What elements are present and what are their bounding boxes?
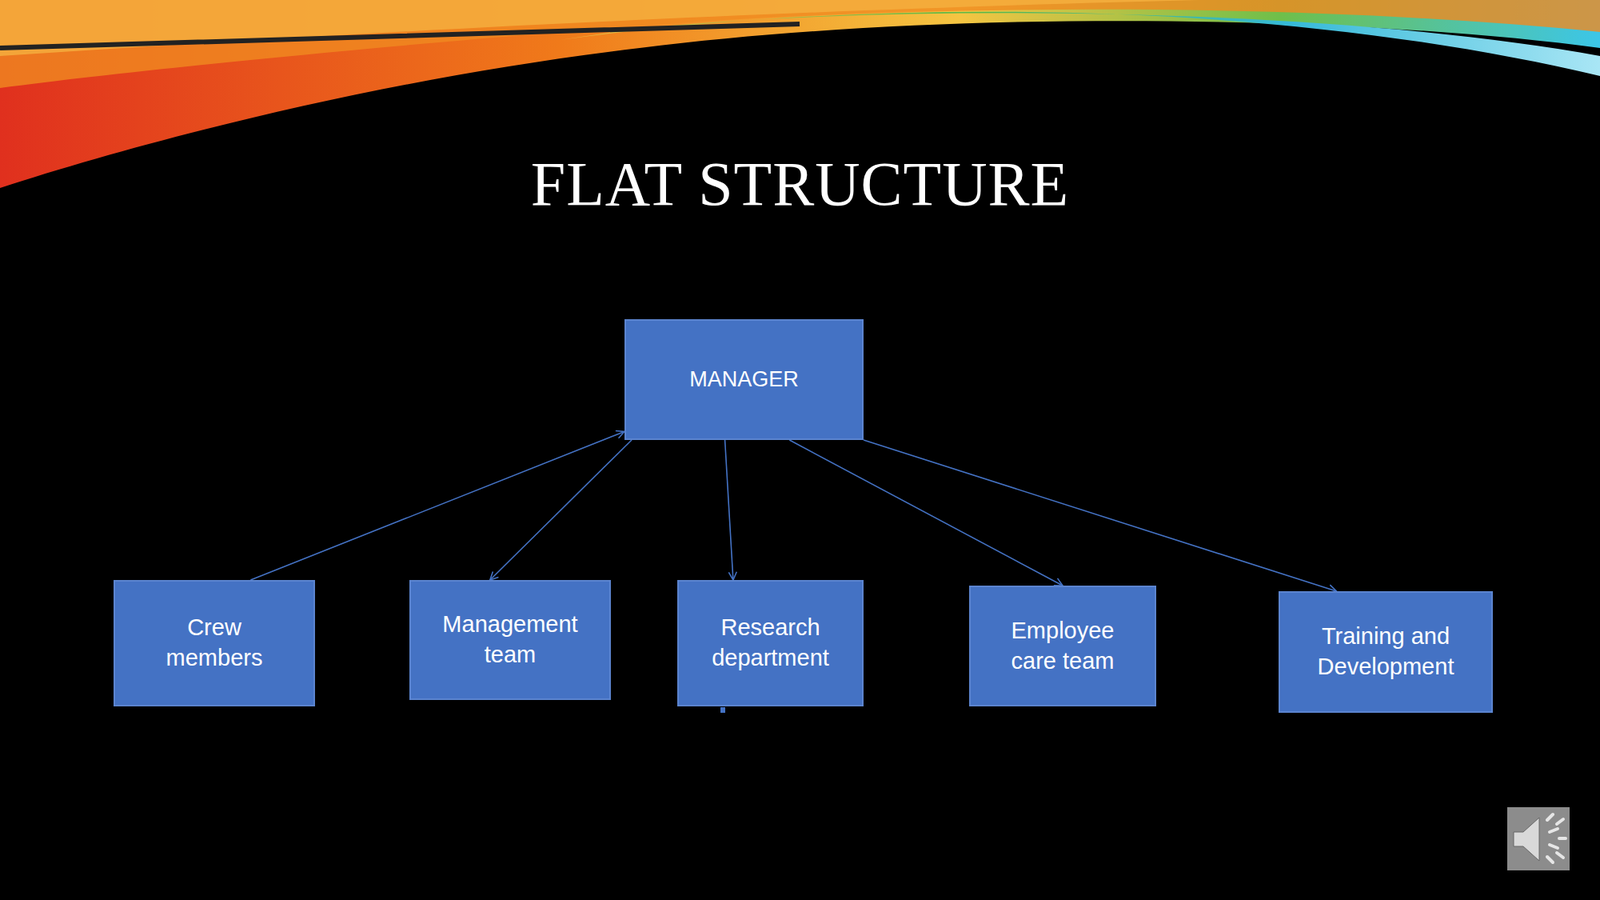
org-box: Research department: [677, 579, 864, 707]
connector-arrow: [789, 439, 1063, 586]
speaker-waves: [1547, 813, 1566, 862]
marker-dot: [720, 706, 726, 713]
org-box: Training and Development: [1278, 590, 1493, 713]
org-box: Management team: [409, 579, 611, 700]
swoosh: [0, 0, 1600, 88]
slide-title: FLAT STRUCTURE: [0, 147, 1600, 220]
box-label: Management team: [420, 609, 601, 670]
swoosh: [559, 11, 1600, 76]
box-label: Employee care team: [990, 615, 1135, 676]
org-box: MANAGER: [624, 319, 864, 440]
box-label: MANAGER: [689, 365, 799, 394]
connector-arrow: [725, 439, 734, 580]
connector-arrow: [490, 439, 632, 580]
org-box: Crew members: [113, 579, 316, 707]
box-label: Research department: [690, 612, 851, 673]
box-label: Training and Development: [1292, 621, 1481, 682]
connector-arrow: [863, 439, 1337, 591]
speaker-icon: [1513, 817, 1540, 861]
org-box: Employee care team: [969, 585, 1157, 707]
speaker-icon: [1507, 806, 1570, 870]
box-label: Crew members: [150, 612, 279, 673]
swoosh: [0, 0, 1200, 56]
swoosh: [0, 23, 800, 48]
connector-arrow: [250, 430, 625, 580]
